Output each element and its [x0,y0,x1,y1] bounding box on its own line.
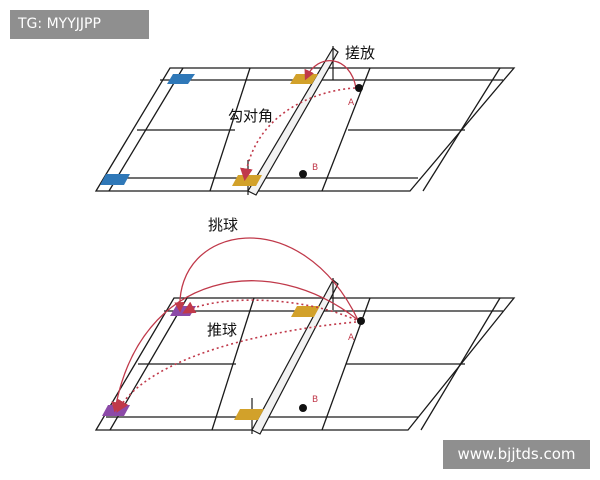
trajectory-bottom-lift-cross [111,280,359,413]
point-bottom-b [299,404,307,412]
label-cross: 勾对角 [228,107,273,125]
point-bottom-a [357,317,365,325]
zone-top-blue-far [167,74,195,84]
trajectory-top-cross [240,87,356,182]
label-lift: 挑球 [208,216,238,234]
point-bottom-a-label: A [348,333,355,343]
label-push: 推球 [207,321,237,339]
trajectory-bottom-lift [174,237,359,321]
zone-bottom-purple-far [170,306,196,316]
zone-bottom-yellow-near [234,409,264,420]
point-bottom-b-label: B [312,395,318,405]
watermark-top: TG: MYYJJPP [10,10,149,39]
point-top-a-label: A [348,98,355,108]
label-drop: 搓放 [345,44,375,62]
net-bottom [251,278,339,435]
court-top-boundary [94,67,516,192]
trajectory-bottom-push-cross [116,321,357,413]
trajectory-top-drop [304,60,357,89]
point-top-a [355,84,363,92]
zone-bottom-yellow-far [291,306,320,317]
court-bottom-boundary [94,297,516,431]
point-top-b-label: B [312,163,318,173]
watermark-bottom: www.bjjtds.com [443,440,590,469]
zone-top-blue-near [100,174,130,185]
point-top-b [299,170,307,178]
trajectory-bottom-push [182,299,357,321]
